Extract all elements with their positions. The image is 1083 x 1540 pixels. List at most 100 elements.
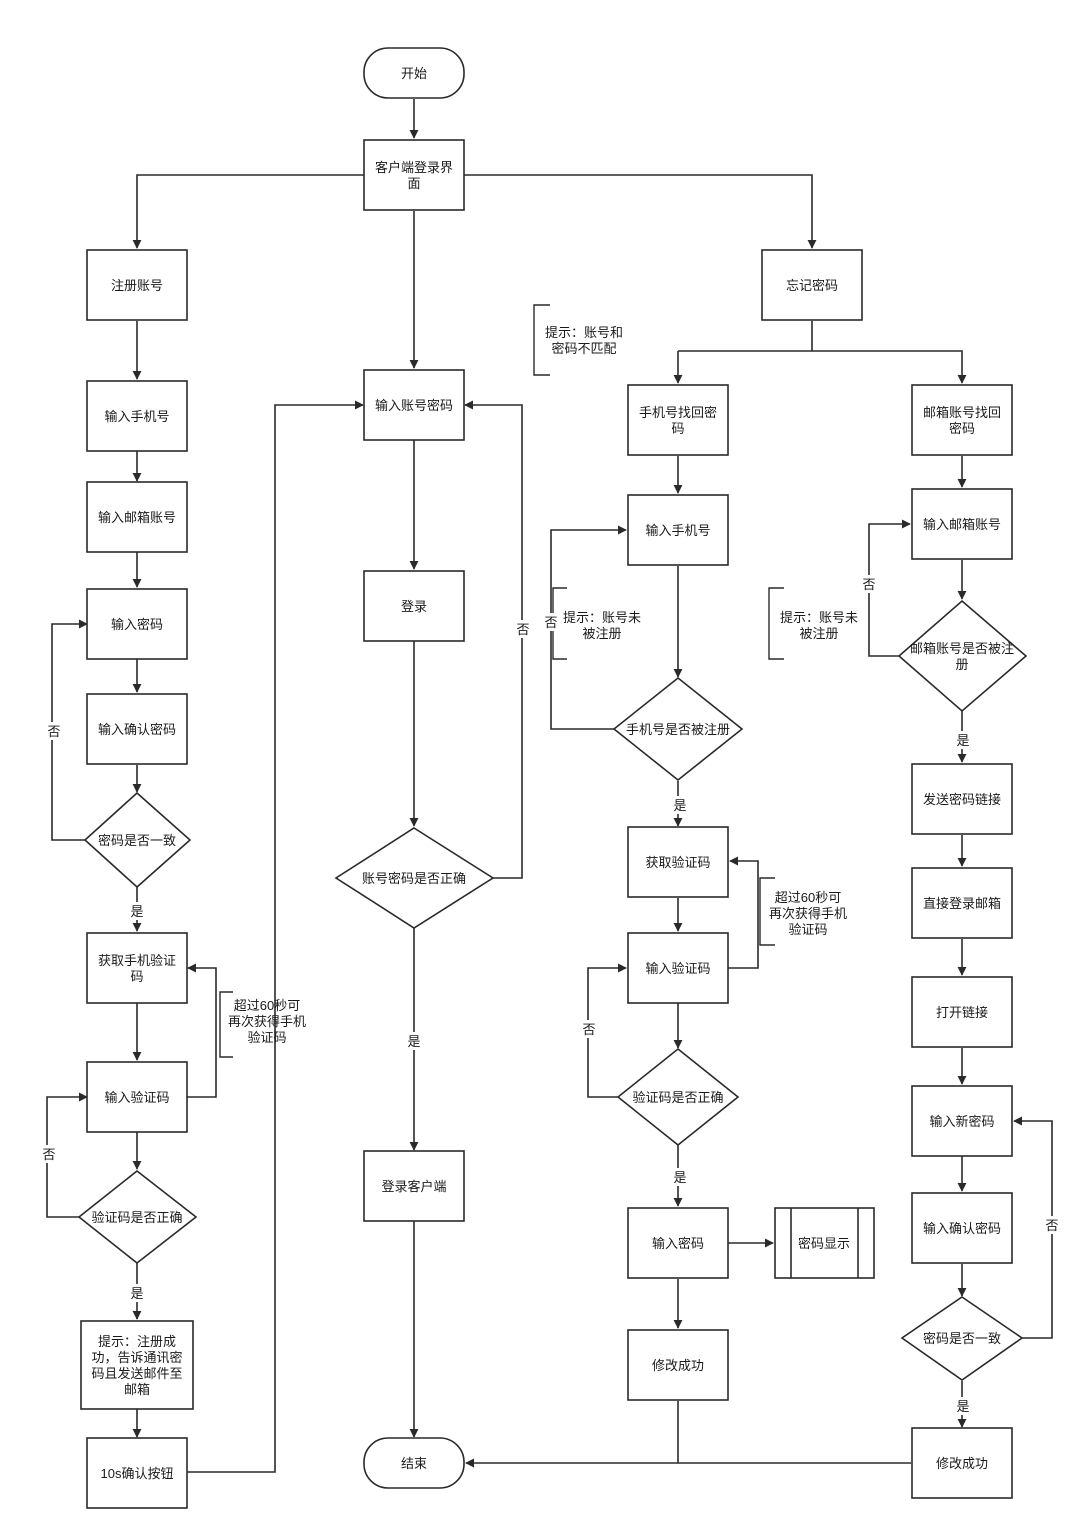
email-registered-diamond xyxy=(897,599,1028,713)
phone-recover-box xyxy=(627,384,729,456)
account-correct-diamond xyxy=(334,827,495,929)
no-label-account: 否 xyxy=(516,622,529,637)
code-correct-diamond xyxy=(77,1169,198,1265)
yes-label-m-code: 是 xyxy=(673,1170,686,1185)
send-link-label: 发送密码链接 xyxy=(923,792,1001,807)
yes-label-code: 是 xyxy=(130,1286,143,1301)
forgot-box xyxy=(761,249,863,321)
confirm-btn-label: 10s确认按钮 xyxy=(101,1466,174,1481)
end-terminal xyxy=(363,1437,465,1489)
m-code-correct-label: 验证码是否正确 xyxy=(632,1090,723,1105)
annotation-brackets xyxy=(219,304,784,1058)
resend-note-left: 超过60秒可再次获得手机验证码 xyxy=(228,998,306,1045)
phone-recover-label: 手机号找回密码 xyxy=(639,405,717,436)
annotation-texts: 提示：账号和密码不匹配 提示：账号未被注册 提示：账号未被注册 超过60秒可再次… xyxy=(228,325,858,1045)
login-client-label: 登录客户端 xyxy=(381,1179,446,1194)
client-login-label: 客户端登录界面 xyxy=(375,160,453,191)
code-correct-label: 验证码是否正确 xyxy=(91,1210,182,1225)
login-client-box xyxy=(363,1150,465,1222)
connectors xyxy=(46,99,1053,1473)
input-code-box xyxy=(86,1061,188,1133)
forgot-label: 忘记密码 xyxy=(786,278,838,293)
no-label-m-code: 否 xyxy=(582,1022,595,1037)
yes-label-phone: 是 xyxy=(673,798,686,813)
phone-registered-label: 手机号是否被注册 xyxy=(626,722,730,737)
no-label-email: 否 xyxy=(862,577,875,592)
m-input-pwd-label: 输入密码 xyxy=(652,1236,704,1251)
open-link-box xyxy=(911,976,1013,1048)
r-modify-success-label: 修改成功 xyxy=(936,1456,988,1471)
m-modify-success-box xyxy=(627,1329,729,1401)
input-confirm-pwd-label: 输入确认密码 xyxy=(98,722,176,737)
no-label-code: 否 xyxy=(42,1147,55,1162)
branch-labels: 是 否 否 是 否 是 否 是 否 是 否 是 否 是 xyxy=(40,575,1060,1415)
send-link-box xyxy=(911,763,1013,835)
m-input-pwd-box xyxy=(627,1207,729,1279)
start-terminal xyxy=(363,47,465,99)
get-code-label: 获取验证码 xyxy=(645,855,710,870)
yes-label-pwd: 是 xyxy=(130,904,143,919)
start-label: 开始 xyxy=(401,66,427,81)
open-link-label: 打开链接 xyxy=(936,1005,988,1020)
register-label: 注册账号 xyxy=(111,278,163,293)
yes-label-r-pwd: 是 xyxy=(956,1399,969,1414)
no-label-r-pwd: 否 xyxy=(1045,1218,1058,1233)
client-login-box xyxy=(363,139,465,211)
get-code-box xyxy=(627,826,729,898)
no-label-pwd: 否 xyxy=(47,724,60,739)
yes-label-email: 是 xyxy=(956,733,969,748)
email-recover-label: 邮箱账号找回密码 xyxy=(923,405,1001,436)
yes-label-account: 是 xyxy=(407,1034,420,1049)
login-box xyxy=(363,570,465,642)
pwd-display-label: 密码显示 xyxy=(798,1236,850,1251)
shapes xyxy=(77,47,1028,1509)
confirm-btn-box xyxy=(86,1437,188,1509)
input-email-label: 输入邮箱账号 xyxy=(98,510,176,525)
r-input-email-label: 输入邮箱账号 xyxy=(923,517,1001,532)
resend-note-mid: 超过60秒可再次获得手机验证码 xyxy=(769,890,847,937)
r-input-email-box xyxy=(911,488,1013,560)
input-phone-box xyxy=(86,380,188,452)
input-phone-label: 输入手机号 xyxy=(104,409,169,424)
input-new-pwd-box xyxy=(911,1085,1013,1157)
input-new-pwd-label: 输入新密码 xyxy=(929,1114,994,1129)
input-pwd-box xyxy=(86,588,188,660)
m-input-code-box xyxy=(627,932,729,1004)
pwd-consistent-label: 密码是否一致 xyxy=(98,833,176,848)
end-label: 结束 xyxy=(401,1456,427,1471)
email-unregistered-note: 提示：账号未被注册 xyxy=(780,610,858,641)
account-correct-label: 账号密码是否正确 xyxy=(362,871,466,886)
email-recover-box xyxy=(911,384,1013,456)
input-confirm-pwd-box xyxy=(86,693,188,765)
r-input-confirm-pwd-box xyxy=(911,1192,1013,1264)
r-pwd-consistent-label: 密码是否一致 xyxy=(923,1331,1001,1346)
m-code-correct-diamond xyxy=(616,1047,740,1147)
input-account-pwd-label: 输入账号密码 xyxy=(375,398,453,413)
r-pwd-consistent-diamond xyxy=(900,1296,1024,1381)
login-mailbox-box xyxy=(911,867,1013,939)
phone-unregistered-note: 提示：账号未被注册 xyxy=(563,610,641,641)
input-account-pwd-box xyxy=(363,369,465,441)
input-email-box xyxy=(86,481,188,553)
m-input-code-label: 输入验证码 xyxy=(645,961,710,976)
m-input-phone-box xyxy=(627,494,729,566)
pwd-consistent-diamond xyxy=(83,791,192,889)
login-label: 登录 xyxy=(401,599,427,614)
node-labels: 开始 客户端登录界面 注册账号 忘记密码 输入手机号 输入邮箱账号 输入密码 输… xyxy=(91,66,1014,1481)
r-input-confirm-pwd-label: 输入确认密码 xyxy=(923,1221,1001,1236)
input-pwd-label: 输入密码 xyxy=(111,617,163,632)
r-modify-success-box xyxy=(911,1427,1013,1499)
reg-success-note-box xyxy=(80,1320,194,1410)
login-mailbox-label: 直接登录邮箱 xyxy=(923,896,1001,911)
get-phone-code-label: 获取手机验证码 xyxy=(98,953,176,984)
register-box xyxy=(86,249,188,321)
no-label-phone: 否 xyxy=(544,615,557,630)
email-registered-label: 邮箱账号是否被注册 xyxy=(910,641,1014,672)
m-input-phone-label: 输入手机号 xyxy=(645,523,710,538)
mismatch-note: 提示：账号和密码不匹配 xyxy=(545,325,623,356)
reg-success-note-label: 提示：注册成功，告诉通讯密码且发送邮件至邮箱 xyxy=(91,1334,182,1397)
phone-registered-diamond xyxy=(612,676,744,782)
get-phone-code-box xyxy=(86,932,188,1004)
m-modify-success-label: 修改成功 xyxy=(652,1358,704,1373)
